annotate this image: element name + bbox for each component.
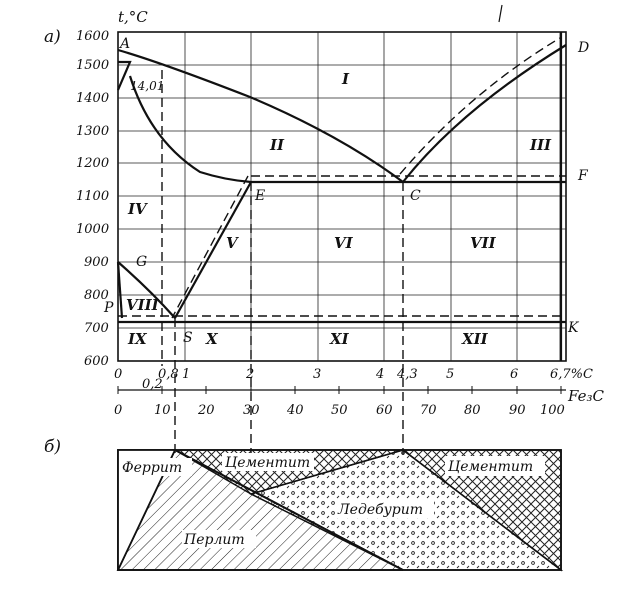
line-ES (174, 181, 252, 319)
fe3c-tick-labels: 0 10 20 30 40 50 60 70 80 90 100 (114, 403, 565, 418)
point-14-01: 14,01 (130, 79, 164, 93)
fe3c-tick: 70 (420, 403, 437, 418)
ferrite-area (117, 449, 177, 571)
peritectic (116, 60, 132, 91)
vertical-grid (184, 32, 561, 361)
region-III: III (529, 136, 552, 154)
point-E: E (254, 188, 265, 204)
y-tick: 800 (84, 288, 109, 303)
y-tick: 1600 (76, 29, 109, 44)
x-tick: 6,7%C (550, 367, 593, 382)
region-II: II (269, 136, 285, 154)
y-tick: 1000 (76, 222, 109, 237)
fe3c-tick: 60 (376, 403, 393, 418)
point-G: G (136, 254, 147, 270)
horizontal-grid (118, 64, 566, 329)
line-GP (116, 261, 124, 319)
x-tick: 6 (510, 367, 518, 382)
region-XI: XI (329, 330, 350, 348)
y-tick: 1400 (76, 91, 109, 106)
y-tick-labels: 600 700 800 900 1000 1100 1200 1300 1400… (76, 29, 109, 369)
panel-a-label: а) (44, 27, 61, 47)
x-tick: 2 (245, 367, 254, 382)
region-labels: I II III IV V VI VII VIII IX X XI XII (126, 70, 552, 348)
liquidus-CD (402, 44, 567, 183)
y-tick: 900 (84, 255, 109, 270)
fe3c-tick: 40 (286, 403, 304, 418)
y-tick: 1200 (76, 156, 109, 171)
y-tick: 700 (84, 321, 109, 336)
fe3c-tick: 0 (114, 403, 122, 418)
label-cementite-right: Цементит (448, 459, 533, 475)
stray-mark (498, 4, 503, 23)
fe3c-tick: 50 (331, 403, 348, 418)
label-ledeburite: Ледебурит (337, 502, 423, 518)
y-axis-label: t,°C (118, 8, 148, 26)
y-tick: 1100 (76, 189, 109, 204)
y-tick: 600 (84, 354, 109, 369)
point-K: K (567, 320, 580, 336)
cementite-right-area (400, 449, 562, 572)
y-tick: 1500 (76, 58, 109, 73)
point-A: A (118, 36, 130, 52)
plot-frame (117, 31, 567, 362)
region-I: I (341, 70, 350, 88)
region-V: V (226, 234, 239, 252)
region-IV: IV (127, 200, 148, 218)
liquidus-AC (117, 48, 404, 183)
point-C: C (410, 188, 421, 204)
region-IX: IX (127, 330, 148, 348)
point-D: D (577, 40, 589, 56)
fe3c-tick: 100 (540, 403, 565, 418)
panel-b-label: б) (44, 437, 61, 457)
region-X: X (205, 330, 219, 348)
x-tick: 1 (182, 367, 190, 382)
fe3c-tick: 10 (154, 403, 171, 418)
point-P: P (103, 300, 114, 316)
line-GS (117, 261, 176, 319)
fe3c-tick: 90 (509, 403, 526, 418)
phase-curves (116, 32, 567, 361)
dashed-curves (118, 37, 566, 470)
x-tick: 0 (114, 367, 122, 382)
fe3c-ticks (117, 386, 562, 394)
x-tick-labels-carbon: 0 0,8 1 2 3 4 4,3 5 6 6,7%C 0,2 (114, 367, 593, 392)
point-F: F (577, 168, 589, 184)
fe3c-tick: 80 (464, 403, 481, 418)
solidus-AE (128, 75, 252, 184)
point-labels: A D F C E G P S K 14,01 (103, 36, 589, 346)
y-tick: 1300 (76, 124, 109, 139)
fe3c-axis-label: Fe₃C (567, 387, 604, 405)
x-tick: 3 (313, 367, 321, 382)
label-pearlite: Перлит (183, 532, 245, 548)
x-tick: 4 (375, 367, 384, 382)
region-VII: VII (470, 234, 497, 252)
x-tick: 5 (446, 367, 454, 382)
label-cementite-left: Цементит (225, 455, 310, 471)
label-ferrite: Феррит (122, 460, 182, 476)
region-VIII: VIII (126, 296, 160, 314)
point-S: S (183, 330, 193, 346)
x-tick-0-2: 0,2 (142, 377, 163, 392)
region-XII: XII (461, 330, 489, 348)
x-tick: 0,8 (158, 367, 179, 382)
fe3c-tick: 20 (197, 403, 215, 418)
region-VI: VI (334, 234, 354, 252)
x-tick: 4,3 (396, 367, 418, 382)
